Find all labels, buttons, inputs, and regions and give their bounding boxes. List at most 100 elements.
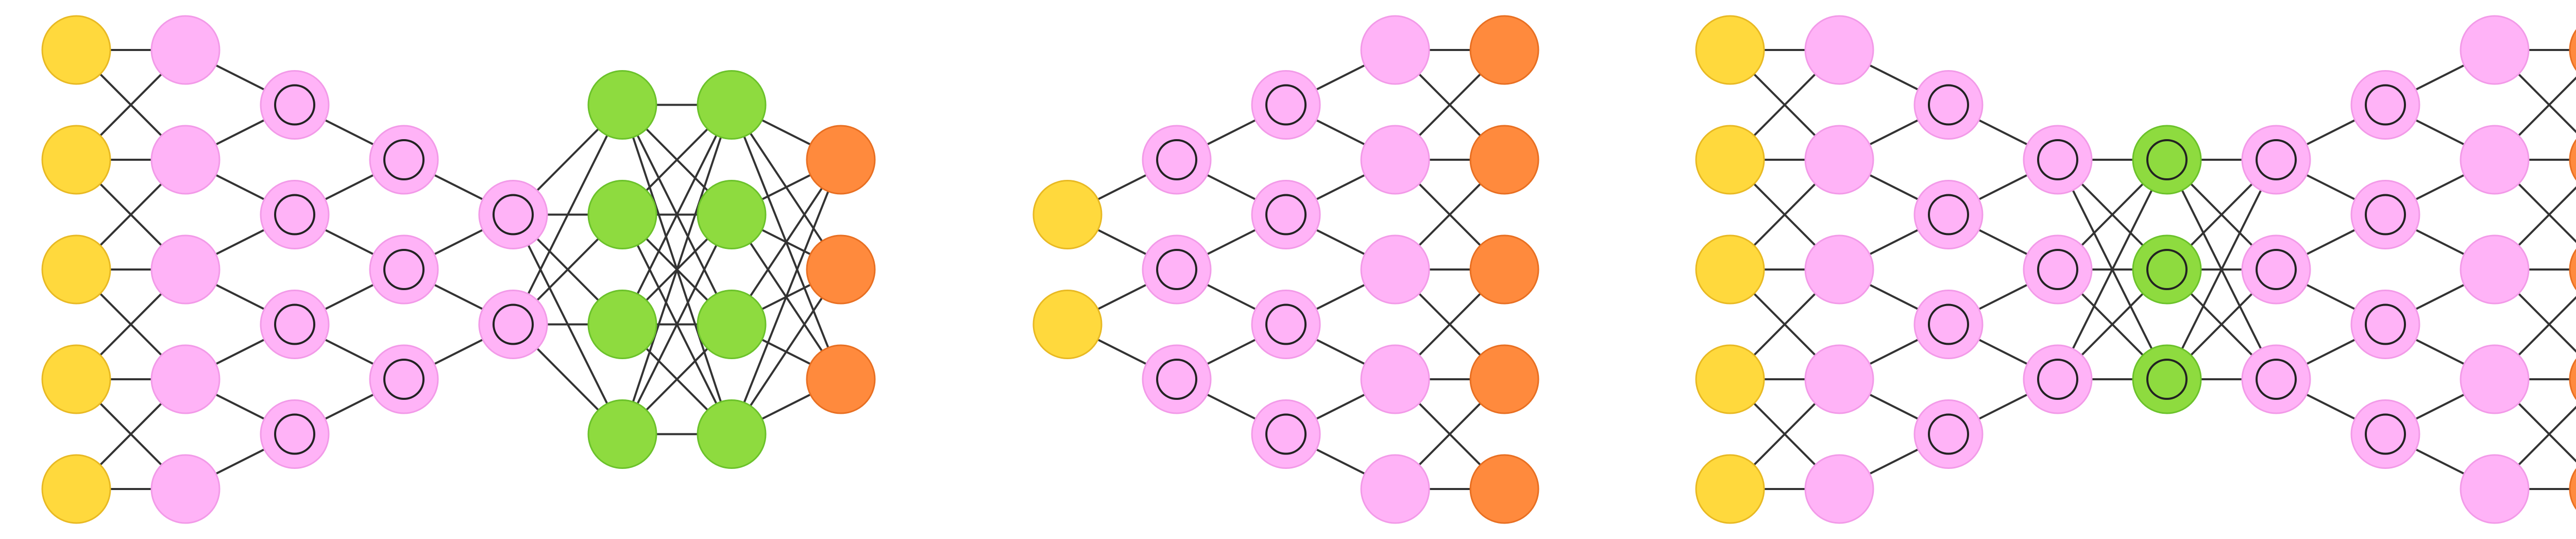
network-left-input-neuron bbox=[41, 344, 111, 414]
neuron-circle bbox=[1804, 125, 1874, 195]
neuron-inner-ring bbox=[1156, 249, 1197, 290]
neuron-inner-ring bbox=[2256, 249, 2297, 290]
network-left-hidden-neuron bbox=[150, 454, 221, 524]
neuron-circle bbox=[1469, 125, 1539, 195]
network-left-input-neuron bbox=[41, 234, 111, 305]
network-right-input-neuron bbox=[1695, 125, 1765, 195]
neuron-circle bbox=[1695, 15, 1765, 85]
neuron-circle bbox=[2023, 234, 2093, 305]
network-left-hidden-neuron bbox=[150, 344, 221, 414]
neuron-inner-ring bbox=[2256, 359, 2297, 400]
network-right-hidden-neuron bbox=[2350, 180, 2420, 249]
network-right-hidden-neuron bbox=[1804, 125, 1874, 195]
neuron-circle bbox=[369, 344, 439, 414]
neuron-circle bbox=[41, 234, 111, 305]
network-middle-hidden-neuron bbox=[1360, 125, 1430, 195]
network-left-edge-5 bbox=[621, 104, 733, 325]
neurons bbox=[41, 15, 2576, 524]
network-left-output-neuron bbox=[806, 344, 876, 414]
neuron-circle bbox=[1695, 234, 1765, 305]
neuron-circle bbox=[2023, 344, 2093, 414]
neuron-inner-ring bbox=[274, 194, 315, 235]
neuron-inner-ring bbox=[1265, 194, 1307, 235]
network-middle-hidden-neuron bbox=[1360, 344, 1430, 414]
neuron-circle bbox=[1032, 290, 1103, 359]
neuron-circle bbox=[806, 125, 876, 195]
neuron-circle bbox=[697, 180, 767, 249]
neuron-circle bbox=[1360, 125, 1430, 195]
network-middle-output-neuron bbox=[1469, 234, 1539, 305]
neuron-circle bbox=[2132, 344, 2202, 414]
neuron-circle bbox=[1804, 344, 1874, 414]
neuron-circle bbox=[1251, 70, 1321, 140]
network-right-hidden-neuron bbox=[2023, 344, 2093, 414]
network-middle-hidden-neuron bbox=[1360, 234, 1430, 305]
neuron-inner-ring bbox=[1928, 194, 1969, 235]
neuron-circle bbox=[587, 290, 657, 359]
neuron-circle bbox=[2460, 454, 2530, 524]
neuron-inner-ring bbox=[1928, 413, 1969, 455]
neuron-circle bbox=[1469, 344, 1539, 414]
neuron-inner-ring bbox=[1265, 84, 1307, 126]
neuron-inner-ring bbox=[1928, 84, 1969, 126]
neuron-circle bbox=[2350, 290, 2420, 359]
network-right-hidden-neuron bbox=[2241, 234, 2311, 305]
network-middle-hidden-neuron bbox=[1142, 234, 1212, 305]
neuron-circle bbox=[697, 399, 767, 469]
network-left-hidden-neuron bbox=[478, 180, 548, 249]
neuron-circle bbox=[1913, 180, 1984, 249]
neuron-inner-ring bbox=[2037, 359, 2078, 400]
network-left-input-neuron bbox=[41, 125, 111, 195]
neuron-inner-ring bbox=[493, 194, 534, 235]
network-right-hidden-neuron bbox=[2350, 399, 2420, 469]
neuron-circle bbox=[369, 125, 439, 195]
network-left-hidden-neuron bbox=[150, 234, 221, 305]
neuron-circle bbox=[150, 15, 221, 85]
neuron-circle bbox=[1913, 290, 1984, 359]
network-left-hidden-neuron bbox=[260, 290, 330, 359]
network-left-conv-neuron bbox=[587, 399, 657, 469]
neuron-circle bbox=[1360, 454, 1430, 524]
neuron-circle bbox=[1469, 234, 1539, 305]
neuron-circle bbox=[41, 454, 111, 524]
network-right-output-neuron bbox=[2569, 248, 2576, 291]
network-right-hidden-neuron bbox=[2241, 125, 2311, 195]
neuron-inner-ring bbox=[1928, 304, 1969, 345]
neuron-inner-ring bbox=[1156, 139, 1197, 180]
neuron-circle bbox=[2023, 125, 2093, 195]
network-right-edge-3 bbox=[2057, 159, 2168, 380]
network-right-conv-neuron bbox=[2132, 344, 2202, 414]
network-left-edge-5 bbox=[621, 214, 733, 435]
neuron-circle bbox=[2569, 468, 2576, 510]
network-right-conv-neuron bbox=[2132, 125, 2202, 195]
network-left-hidden-neuron bbox=[260, 70, 330, 140]
network-right-input-neuron bbox=[1695, 454, 1765, 524]
neuron-inner-ring bbox=[1156, 359, 1197, 400]
neuron-circle bbox=[2132, 234, 2202, 305]
neuron-circle bbox=[1695, 454, 1765, 524]
network-right-conv-neuron bbox=[2132, 234, 2202, 305]
network-middle-hidden-neuron bbox=[1251, 180, 1321, 249]
neuron-inner-ring bbox=[383, 249, 425, 290]
neuron-circle bbox=[2350, 180, 2420, 249]
neuron-circle bbox=[260, 290, 330, 359]
neuron-circle bbox=[41, 125, 111, 195]
neuron-circle bbox=[150, 234, 221, 305]
network-right-hidden-neuron bbox=[2350, 70, 2420, 140]
neuron-circle bbox=[1913, 70, 1984, 140]
network-left-edge-4 bbox=[512, 104, 623, 325]
network-middle-output-neuron bbox=[1469, 344, 1539, 414]
neuron-circle bbox=[1804, 15, 1874, 85]
neuron-circle bbox=[2569, 358, 2576, 400]
neuron-circle bbox=[1360, 234, 1430, 305]
network-right-hidden-neuron bbox=[2023, 125, 2093, 195]
neuron-circle bbox=[1142, 234, 1212, 305]
network-right-hidden-neuron bbox=[1913, 180, 1984, 249]
neuron-inner-ring bbox=[2146, 359, 2188, 400]
neuron-inner-ring bbox=[2365, 304, 2406, 345]
neuron-inner-ring bbox=[1265, 304, 1307, 345]
network-right-hidden-neuron bbox=[2350, 290, 2420, 359]
network-left-output-neuron bbox=[806, 234, 876, 305]
network-left-conv-neuron bbox=[697, 399, 767, 469]
